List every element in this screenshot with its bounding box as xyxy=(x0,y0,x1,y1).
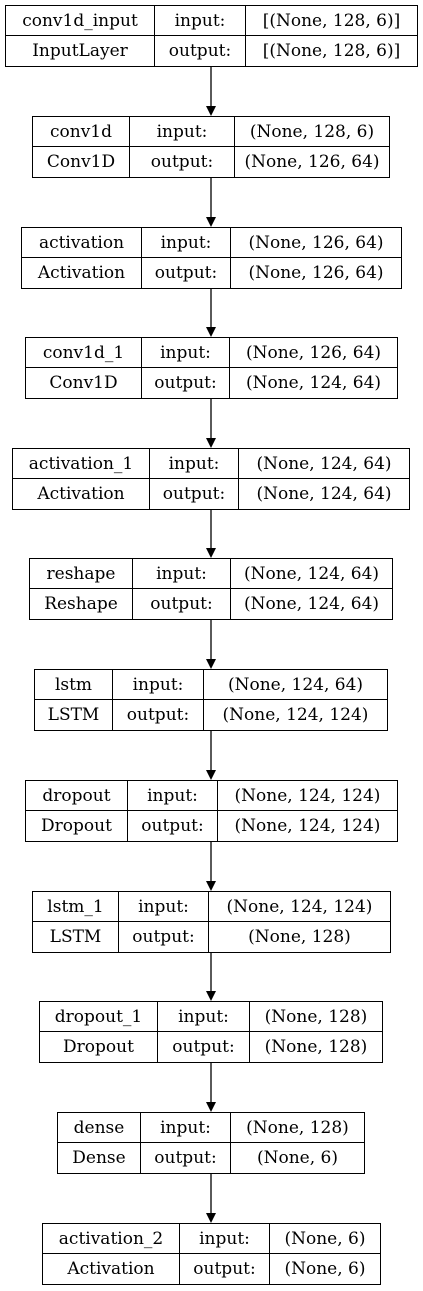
input-shape: (None, 124, 124) xyxy=(209,892,390,922)
layer-name: conv1d xyxy=(33,117,130,147)
layer-type: InputLayer xyxy=(6,36,155,66)
output-shape: [(None, 128, 6)] xyxy=(262,41,401,61)
layer-name: conv1d_input xyxy=(6,6,155,36)
input-label: input: xyxy=(141,1113,231,1143)
layer-type: Conv1D xyxy=(33,147,130,177)
input-label: input: xyxy=(130,117,235,147)
layer-name: lstm xyxy=(35,670,113,700)
input-label: input: xyxy=(119,892,209,922)
layer-name: dense xyxy=(58,1113,141,1143)
input-shape: (None, 124, 124) xyxy=(218,781,397,811)
output-label: output: xyxy=(141,1143,231,1173)
output-shape: (None, 124, 64) xyxy=(245,373,382,393)
input-shape: (None, 128, 6) xyxy=(235,117,389,147)
output-label: output: xyxy=(158,1032,250,1062)
input-label: input: xyxy=(158,1002,250,1032)
output-shape: (None, 126, 64) xyxy=(248,263,384,283)
layer-type: Dropout xyxy=(40,1032,158,1062)
layer-name: dropout_1 xyxy=(40,1002,158,1032)
output-label: output: xyxy=(113,700,204,730)
layer-name: dropout xyxy=(26,781,128,811)
input-label: input: xyxy=(133,559,231,589)
layer-type: Reshape xyxy=(30,589,133,619)
layer-name: activation_2 xyxy=(43,1224,180,1254)
input-shape: (None, 6) xyxy=(270,1224,380,1254)
output-label: output: xyxy=(133,589,231,619)
input-label: input: xyxy=(150,449,239,479)
input-shape: (None, 128) xyxy=(231,1113,364,1143)
input-shape: (None, 126, 64) xyxy=(231,228,401,258)
arrowhead xyxy=(206,1102,216,1112)
arrowhead xyxy=(206,438,216,448)
output-label: output: xyxy=(142,258,231,288)
output-label: output: xyxy=(142,368,230,398)
output-shape: (None, 124, 64) xyxy=(243,594,380,614)
arrowhead xyxy=(206,548,216,558)
arrowhead xyxy=(206,217,216,227)
input-shape: (None, 128) xyxy=(250,1002,382,1032)
output-shape: (None, 6) xyxy=(256,1148,338,1168)
layer-type: Conv1D xyxy=(26,368,142,398)
layer-name: reshape xyxy=(30,559,133,589)
layer-name: lstm_1 xyxy=(33,892,119,922)
output-shape: (None, 124, 64) xyxy=(256,484,392,504)
layer-type: LSTM xyxy=(35,700,113,730)
output-label: output: xyxy=(155,36,246,66)
layer-name: conv1d_1 xyxy=(26,338,142,368)
arrowhead xyxy=(206,1213,216,1223)
layer-type: Activation xyxy=(22,258,142,288)
layer-type: LSTM xyxy=(33,922,119,952)
input-label: input: xyxy=(142,228,231,258)
output-shape: (None, 6) xyxy=(284,1259,366,1279)
layer-type: Activation xyxy=(13,479,150,509)
arrowhead xyxy=(206,991,216,1001)
layer-name: activation xyxy=(22,228,142,258)
input-shape: (None, 124, 64) xyxy=(239,449,409,479)
arrowhead xyxy=(206,770,216,780)
layer-type: Activation xyxy=(43,1254,180,1284)
layer-name: activation_1 xyxy=(13,449,150,479)
output-label: output: xyxy=(130,147,235,177)
output-shape: (None, 128) xyxy=(248,927,351,947)
output-label: output: xyxy=(128,811,218,841)
output-shape: (None, 126, 64) xyxy=(244,152,380,172)
output-shape: (None, 124, 124) xyxy=(222,705,369,725)
input-label: input: xyxy=(155,6,246,36)
input-label: input: xyxy=(180,1224,270,1254)
input-shape: (None, 126, 64) xyxy=(230,338,397,368)
output-label: output: xyxy=(180,1254,270,1284)
arrowhead xyxy=(206,106,216,116)
output-shape: (None, 124, 124) xyxy=(234,816,381,836)
input-label: input: xyxy=(142,338,230,368)
output-shape: (None, 128) xyxy=(264,1037,368,1057)
input-shape: (None, 124, 64) xyxy=(231,559,392,589)
arrowhead xyxy=(206,327,216,337)
input-shape: (None, 124, 64) xyxy=(204,670,387,700)
arrowhead xyxy=(206,881,216,891)
arrowhead xyxy=(206,659,216,669)
input-label: input: xyxy=(128,781,218,811)
layer-type: Dropout xyxy=(26,811,128,841)
input-label: input: xyxy=(113,670,204,700)
output-label: output: xyxy=(119,922,209,952)
input-shape: [(None, 128, 6)] xyxy=(246,6,417,36)
layer-type: Dense xyxy=(58,1143,141,1173)
output-label: output: xyxy=(150,479,239,509)
